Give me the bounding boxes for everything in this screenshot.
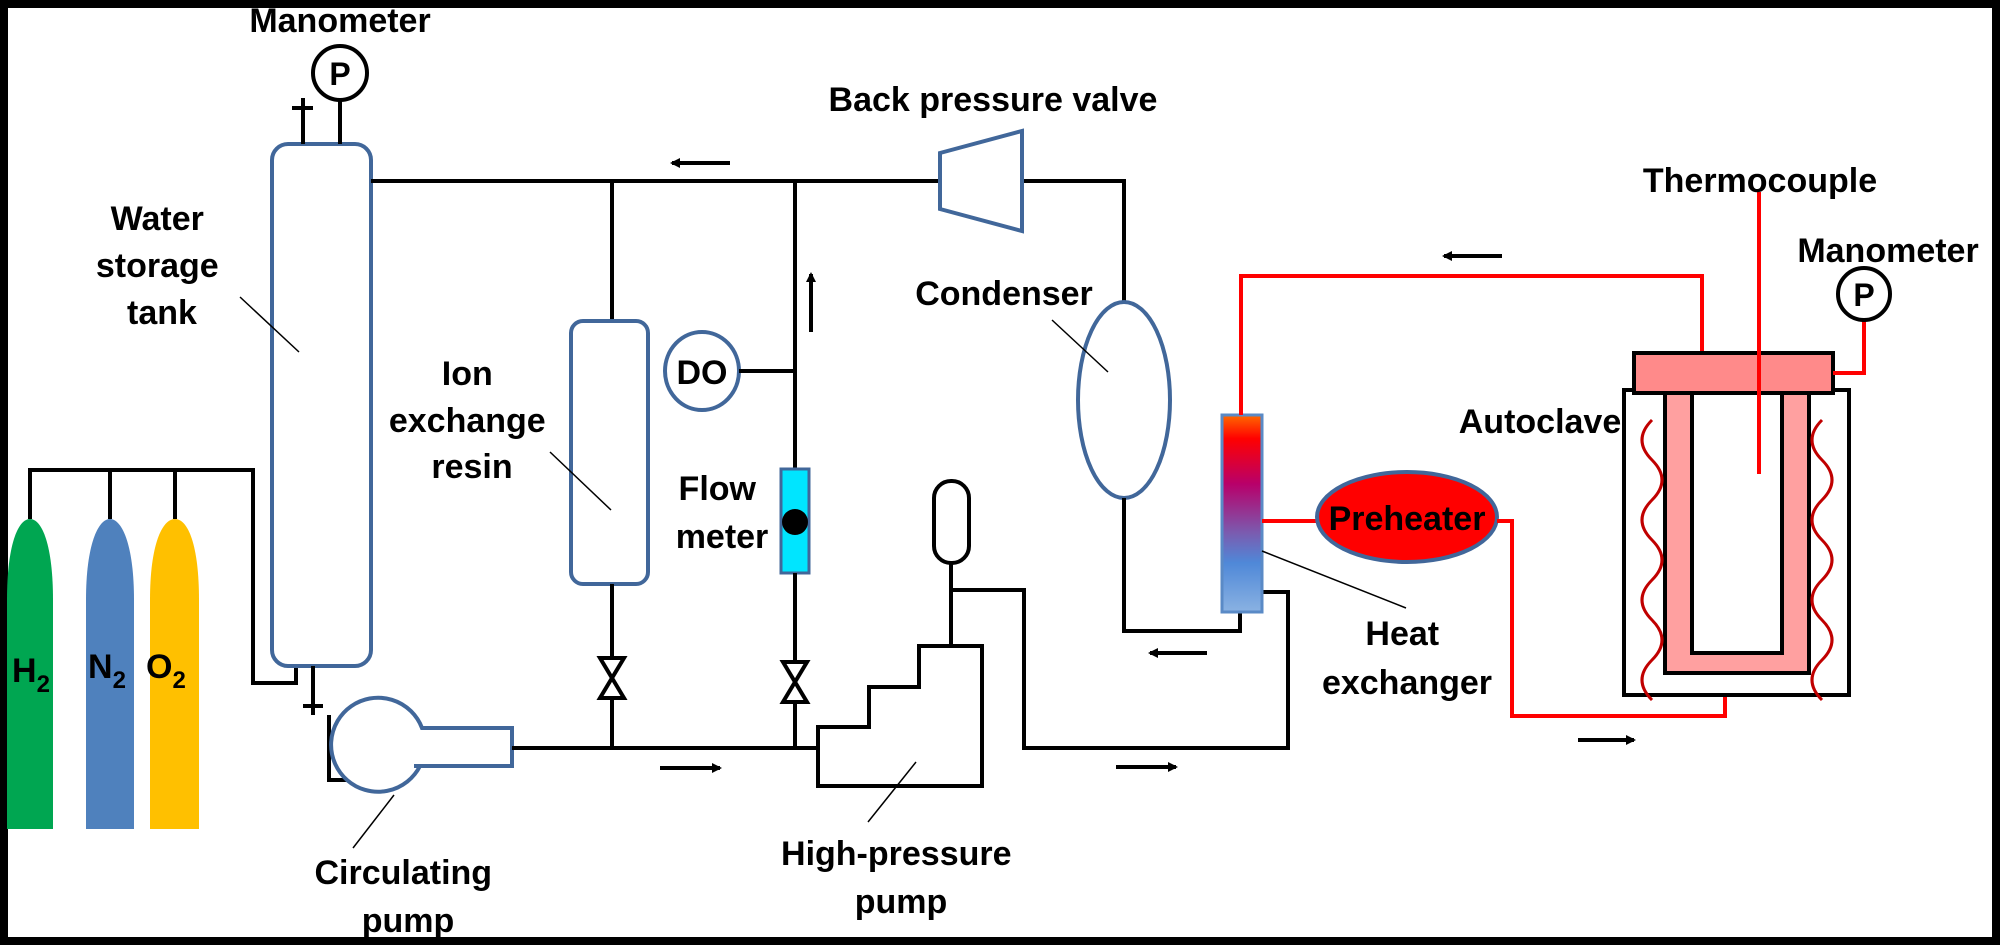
water-storage-tank [239,98,373,715]
manometer-left-label: Manometer [249,2,430,40]
manometer-right: P [1836,266,1892,322]
manometer-left: P [311,44,369,102]
circulating-pump-label: Circulating pump [314,854,501,940]
cylinder-h2: H2 [7,519,53,829]
ion-resin-label: Ion exchange resin [389,355,555,486]
preheater-label: Preheater [1329,500,1486,538]
condenser-label: Condenser [915,275,1093,313]
manometer-right-symbol: P [1853,277,1874,313]
cylinder-o2: O2 [146,519,199,829]
back-pressure-valve [938,128,1024,234]
cylinder-h2-subscript: 2 [37,671,50,698]
return-pipe-top-right [1023,179,1126,302]
gas-manifold [28,468,298,685]
thermocouple-label: Thermocouple [1643,162,1877,200]
preheater: Preheater [1315,470,1499,564]
svg-text:H2: H2 [12,652,50,698]
do-sensor-label: DO [677,354,728,392]
manometer-left-symbol: P [329,56,350,92]
circulating-pump [327,695,818,849]
ion-exchange-resin [549,319,650,748]
svg-text:N2: N2 [88,648,126,694]
high-pressure-pump-label: High-pressure pump [781,835,1021,921]
cylinder-o2-label: O [146,648,172,686]
cylinder-n2: N2 [86,519,134,829]
do-sensor: DO [663,330,795,412]
back-pressure-valve-label: Back pressure valve [829,81,1158,119]
autoclave-label: Autoclave [1459,403,1622,441]
cylinder-n2-label: N [88,648,113,686]
cylinder-n2-subscript: 2 [113,667,126,694]
manometer-right-label: Manometer [1797,232,1978,270]
water-tank-label: Water storage tank [96,200,228,332]
autoclave [1622,192,1866,702]
heat-exchanger-label: Heat exchanger [1322,615,1492,702]
flow-meter [779,467,811,748]
svg-text:O2: O2 [146,648,186,694]
high-pressure-pump [816,479,1290,823]
cylinder-h2-label: H [12,652,37,690]
cylinder-o2-subscript: 2 [172,667,185,694]
flow-meter-label: Flow meter [676,470,769,556]
condenser [1051,300,1242,633]
